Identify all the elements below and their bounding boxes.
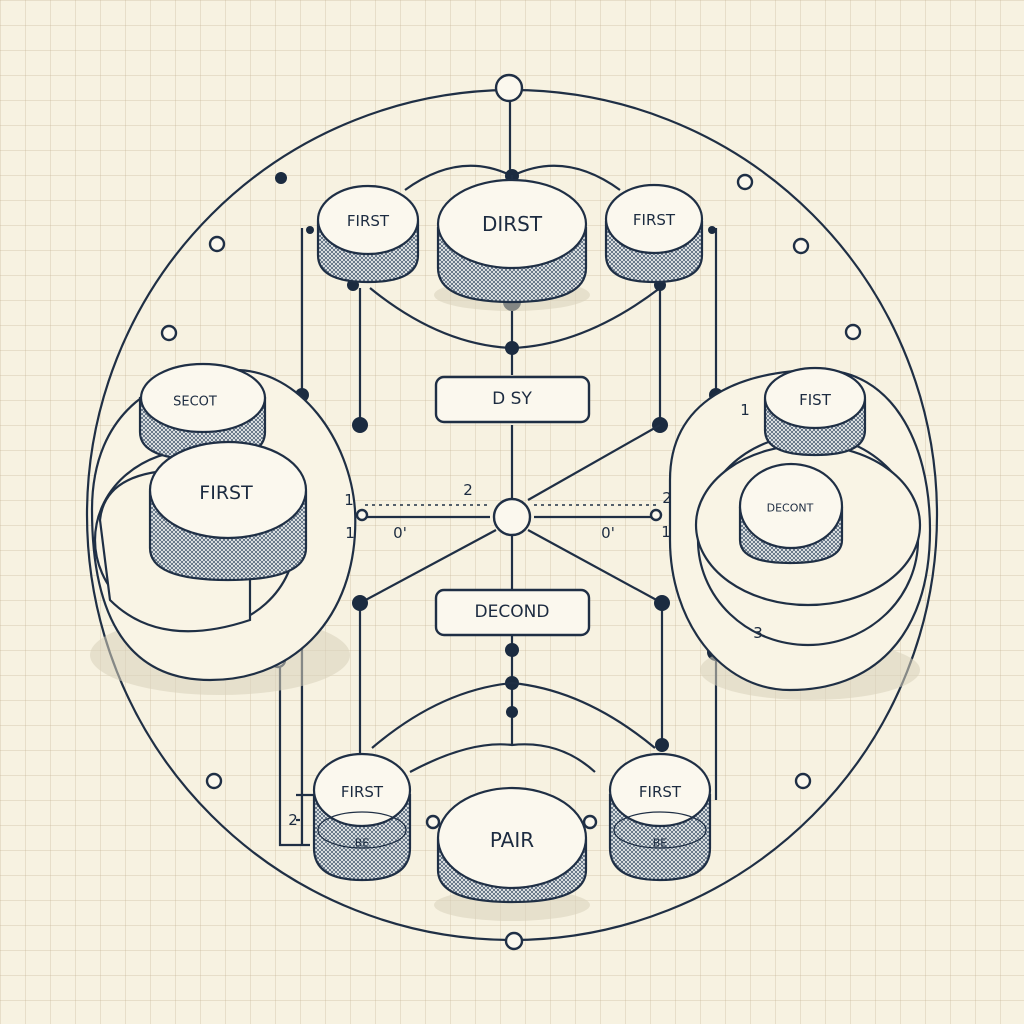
edge-label-left-0: 0': [393, 524, 407, 542]
node-left-large: FIRST: [148, 440, 308, 582]
node-label-right-inner: DECONT: [767, 502, 814, 515]
center-hub: [492, 497, 532, 537]
node-label-bottom-center: PAIR: [490, 828, 534, 852]
edge-label-left-1a: 1: [344, 491, 354, 509]
edge-label-left-bottom-2: 2: [288, 811, 298, 829]
node-right-inner: DECONT: [738, 462, 844, 565]
node-label-right-top: FIST: [799, 391, 832, 409]
edge-labels: 1 1 0' 2 2 1 0' 1 3 2: [288, 401, 763, 829]
node-label-bottom-left: FIRST: [341, 783, 384, 801]
ring-markers: [160, 172, 862, 951]
edge-label-right-1b: 1: [661, 523, 671, 541]
node-top-left: FIRST: [316, 184, 420, 284]
node-label-top-left: FIRST: [347, 212, 390, 230]
node-label-top-center: DIRST: [482, 212, 543, 236]
node-bottom-left: FIRST BE: [312, 752, 412, 882]
edge-label-left-1b: 1: [345, 524, 355, 542]
box-label-upper: D SY: [492, 389, 532, 409]
node-bottom-right: FIRST BE: [608, 752, 712, 882]
node-right-top: FIST: [763, 366, 867, 457]
node-label-left-large: FIRST: [199, 482, 253, 504]
node-top-right: FIRST: [604, 183, 704, 284]
node-sublabel-bottom-right: BE: [653, 837, 668, 850]
edge-label-right-0: 0': [601, 524, 615, 542]
box-label-lower: DECOND: [475, 602, 550, 622]
box-upper: D SY: [434, 375, 591, 424]
edge-label-right-2: 2: [662, 489, 672, 507]
edge-label-right-1a: 1: [740, 401, 750, 419]
node-sublabel-bottom-left: BE: [355, 837, 370, 850]
node-label-bottom-right: FIRST: [639, 783, 682, 801]
node-label-left-small: SECOT: [173, 395, 217, 410]
node-label-top-right: FIRST: [633, 211, 676, 229]
box-lower: DECOND: [434, 588, 591, 637]
edge-label-center-2: 2: [463, 481, 473, 499]
node-bottom-center: PAIR: [434, 786, 590, 921]
edge-label-right-3: 3: [753, 624, 763, 642]
node-top-center: DIRST: [434, 178, 590, 311]
top-pin: [494, 73, 524, 175]
